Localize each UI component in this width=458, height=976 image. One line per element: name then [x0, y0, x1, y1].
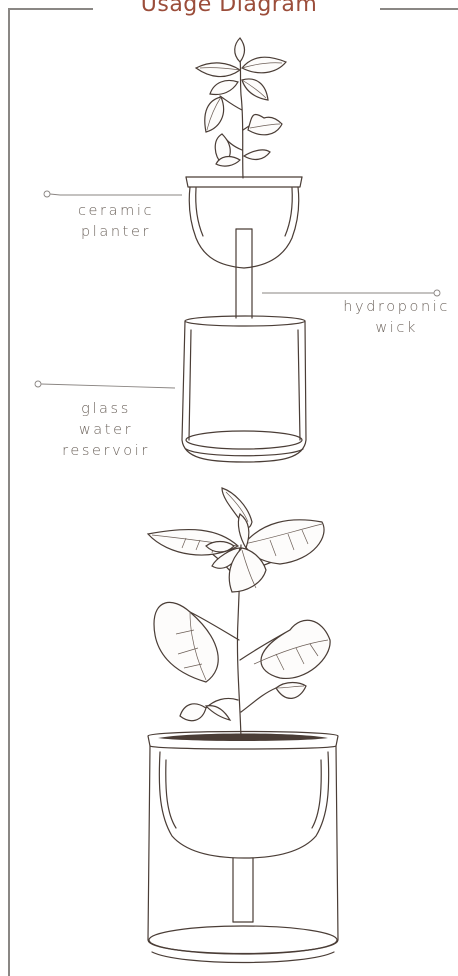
label-line: planter — [60, 222, 172, 243]
label-line: reservoir — [52, 441, 160, 462]
label-glass-reservoir: glass water reservoir — [52, 399, 160, 462]
label-line: wick — [300, 318, 450, 339]
label-line: water — [52, 420, 160, 441]
label-line: glass — [52, 399, 160, 420]
label-line: ceramic — [60, 201, 172, 222]
glass-reservoir-icon — [182, 316, 306, 462]
ceramic-planter-icon — [186, 177, 302, 268]
label-line: hydroponic — [300, 297, 450, 318]
label-hydroponic-wick: hydroponic wick — [300, 297, 450, 339]
leader-ceramic-planter — [44, 191, 182, 197]
leader-glass-reservoir — [35, 381, 175, 388]
label-ceramic-planter: ceramic planter — [60, 201, 172, 243]
self-watering-pot-icon — [148, 732, 338, 963]
hydroponic-wick-icon — [236, 229, 252, 318]
leader-hydroponic-wick — [262, 290, 440, 296]
basil-plant-icon — [148, 488, 330, 738]
small-plant-icon — [196, 38, 286, 178]
